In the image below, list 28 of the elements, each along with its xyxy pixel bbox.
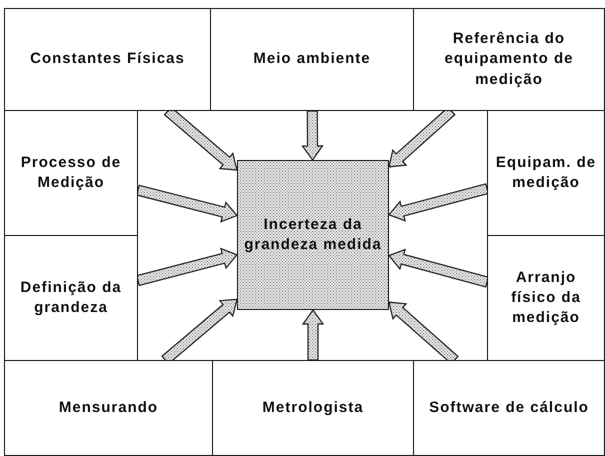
factor-label: Software de cálculo <box>428 398 590 418</box>
factor-box <box>4 360 213 456</box>
factor-box <box>487 110 605 236</box>
factor-box <box>210 8 414 111</box>
block-arrow <box>136 184 238 223</box>
block-arrow <box>136 248 238 286</box>
factor-box <box>4 110 138 236</box>
factor-label: Arranjo físico da medição <box>510 268 582 328</box>
central-box <box>237 160 389 310</box>
factor-label: Processo de Medição <box>20 152 122 193</box>
factor-box <box>487 235 605 361</box>
factor-box <box>413 8 605 111</box>
block-arrow <box>301 110 324 162</box>
factor-label: Equipam. de medição <box>494 152 598 193</box>
factor-box <box>413 360 605 456</box>
factor-label: Metrologista <box>261 398 365 418</box>
factor-label: Definição da grandeza <box>19 278 123 318</box>
factor-label: Constantes Físicas <box>29 49 186 70</box>
factor-label: Meio ambiente <box>252 49 372 70</box>
central-label: Incerteza da grandeza medida <box>243 214 383 255</box>
factor-box <box>4 235 138 361</box>
block-arrow <box>388 248 490 288</box>
factor-label: Mensurando <box>58 398 160 418</box>
factor-box <box>4 8 211 111</box>
block-arrow <box>388 183 490 222</box>
factor-box <box>212 360 414 456</box>
block-arrow <box>302 308 324 361</box>
factor-label: Referência do equipamento de medição <box>443 29 574 90</box>
